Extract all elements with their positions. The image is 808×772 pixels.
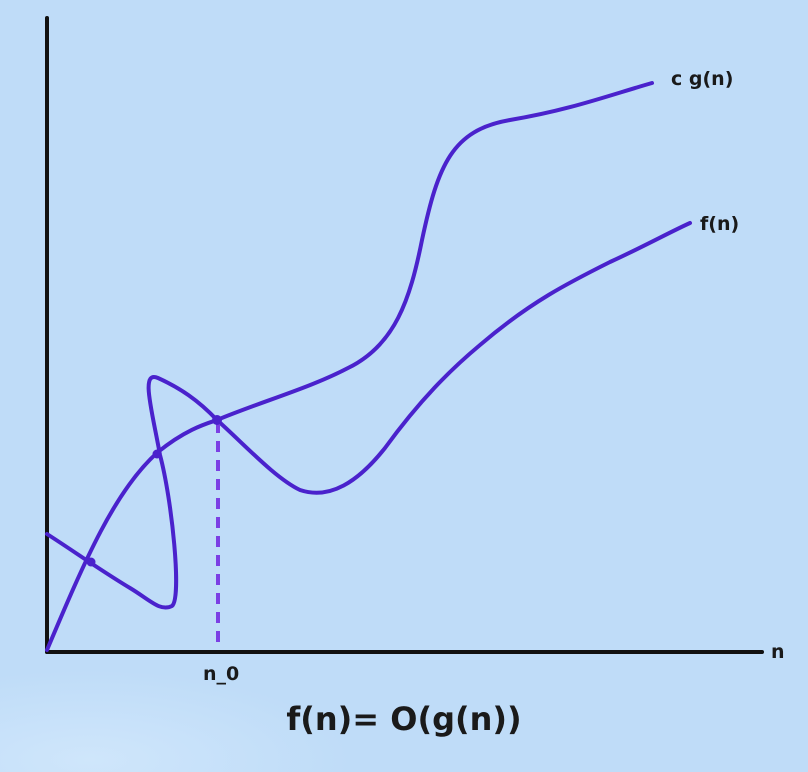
cg-curve bbox=[45, 81, 654, 652]
intersection-point bbox=[86, 557, 96, 567]
cg-curve-label: c g(n) bbox=[671, 68, 734, 90]
n0-label: n_0 bbox=[203, 663, 240, 685]
intersection-point bbox=[152, 449, 162, 459]
x-axis-label: n bbox=[771, 641, 785, 663]
intersection-point bbox=[212, 415, 222, 425]
formula-caption: f(n)= O(g(n)) bbox=[286, 700, 522, 738]
f-curve bbox=[45, 221, 692, 610]
f-curve-label: f(n) bbox=[700, 213, 740, 235]
